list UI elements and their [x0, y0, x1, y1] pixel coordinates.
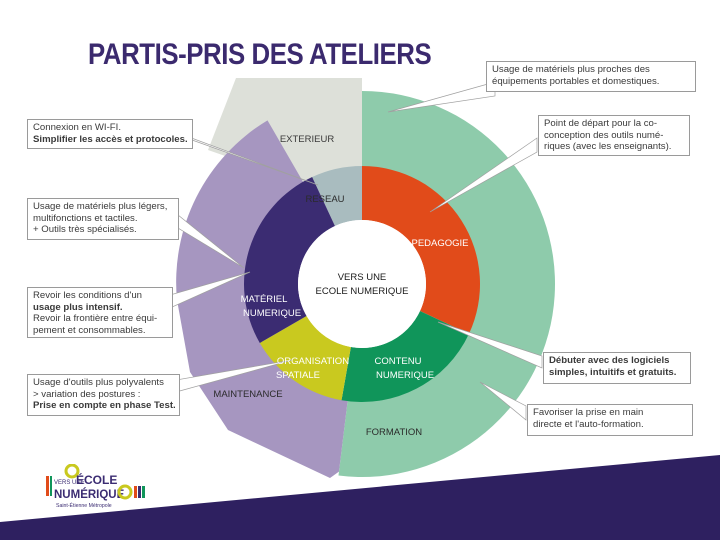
page-title: PARTIS-PRIS DES ATELIERS	[88, 38, 432, 71]
logo-line-1: VERS UNE	[54, 480, 85, 486]
callout-outils-polyvalents: Usage d'outils plus polyvalents> variati…	[27, 374, 180, 416]
callout-line: Simplifier les accès et protocoles.	[33, 133, 188, 145]
callout-materiels-legers: Usage de matériels plus légers,multifonc…	[27, 198, 179, 240]
label-formation: FORMATION	[366, 427, 422, 438]
callout-line: Revoir la frontière entre équi-	[33, 313, 158, 325]
outer-segment-maintenance	[176, 120, 348, 478]
callout-line: équipements portables et domestiques.	[492, 75, 660, 87]
inner-ring	[243, 166, 481, 402]
callout-line: usage plus intensif.	[33, 301, 123, 313]
footer-band	[0, 455, 720, 540]
inner-segment-reseau	[312, 166, 362, 226]
label-reseau: RESEAU	[305, 194, 344, 205]
pointer-point-depart	[429, 137, 538, 213]
logo-line-4: Saint-Étienne Métropole	[56, 502, 112, 509]
label-maintenance: MAINTENANCE	[213, 389, 282, 400]
pointer-autoformation	[479, 381, 527, 421]
callout-line: Point de départ pour la co-	[544, 118, 658, 129]
inner-segment-contenu	[341, 311, 469, 402]
center-line-1: VERS UNE	[338, 272, 387, 283]
inner-segment-pedagogie	[362, 166, 481, 334]
callout-line: Prise en compte en phase Test.	[33, 400, 176, 412]
inner-segment-organisation	[259, 316, 351, 401]
logo-line-2: ÉCOLE	[76, 472, 117, 487]
callout-line: multifonctions et tactiles.	[33, 212, 138, 224]
callout-line: conception des outils numé-	[544, 129, 664, 141]
inner-segment-materiel	[243, 177, 335, 343]
label-pedagogie: PEDAGOGIE	[411, 238, 468, 249]
callout-line: > variation des postures :	[33, 388, 141, 400]
label-exterieur: EXTERIEUR	[280, 134, 335, 145]
logo-line-3: NUMÉRIQUE	[54, 488, 125, 501]
callout-line: Revoir les conditions d'un	[33, 290, 143, 301]
callout-line: Favoriser la prise en main	[533, 407, 644, 418]
callout-line: Débuter avec des logiciels	[549, 355, 670, 366]
center-line-2: ECOLE NUMERIQUE	[316, 286, 409, 297]
logo-ring-icon	[64, 464, 80, 479]
callout-line: Usage de matériels plus légers,	[33, 201, 168, 212]
callout-wifi: Connexion en WI-FI.Simplifier les accès …	[27, 119, 193, 149]
pointer-logiciels	[437, 321, 543, 369]
callout-line: pement et consommables.	[33, 324, 146, 336]
callout-point-depart: Point de départ pour la co-conception de…	[538, 115, 690, 156]
callout-line: Connexion en WI-FI.	[33, 122, 121, 133]
callout-line: simples, intuitifs et gratuits.	[549, 366, 677, 378]
ecole-numerique-logo: VERS UNE ÉCOLE NUMÉRIQUE Saint-Étienne M…	[46, 464, 145, 509]
callout-line: + Outils très spécialisés.	[33, 224, 137, 236]
callout-line: Usage de matériels plus proches des	[492, 64, 650, 75]
callout-line: directe et l'auto-formation.	[533, 418, 644, 430]
center-disc	[298, 220, 426, 348]
callout-line: riques (avec les enseignants).	[544, 141, 672, 153]
outer-ring	[176, 78, 556, 478]
callout-line: Usage d'outils plus polyvalents	[33, 377, 164, 388]
outer-segment-formation	[338, 91, 556, 477]
callout-pointers	[169, 81, 543, 421]
